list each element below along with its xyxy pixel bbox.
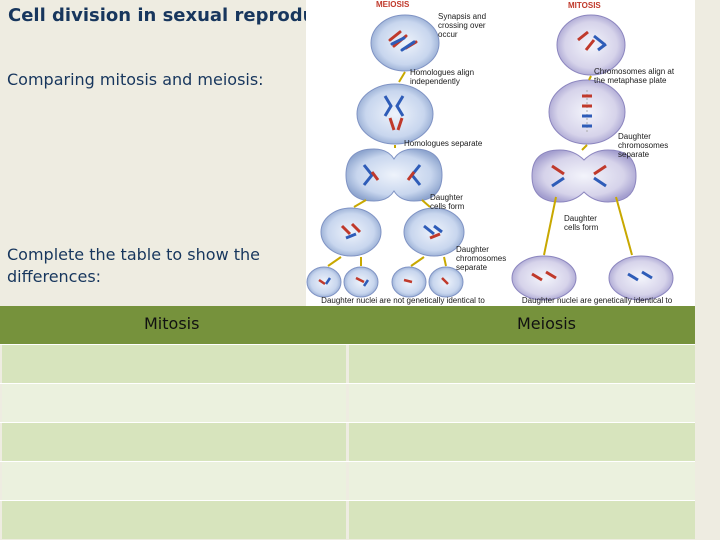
diagram-svg	[306, 14, 674, 301]
table-row	[0, 422, 695, 461]
slide-subtitle: Comparing mitosis and meiosis:	[7, 70, 264, 89]
label-chromosomes-align: Chromosomes align at the metaphase plate	[594, 67, 675, 85]
table-row	[0, 344, 695, 383]
label-homologues-align: Homologues align independently	[410, 68, 475, 86]
meiosis-cell-1	[370, 14, 440, 72]
diagram-arrows	[327, 71, 633, 267]
mitosis-cell-1	[556, 14, 626, 76]
table-cell-mitosis[interactable]	[2, 423, 346, 461]
table-row	[0, 383, 695, 422]
mitosis-heading: MITOSIS	[568, 1, 601, 10]
table-cell-mitosis[interactable]	[2, 462, 346, 500]
mitosis-cell-3	[531, 149, 637, 203]
instruction-line-2: differences:	[7, 267, 102, 286]
header-mitosis: Mitosis	[144, 314, 200, 333]
table-cell-meiosis[interactable]	[349, 462, 695, 500]
mitosis-meiosis-diagram: MEIOSIS MITOSIS Synapsis and crossing ov…	[306, 0, 695, 314]
mitosis-cell-2	[548, 79, 626, 145]
label-synapsis: Synapsis and crossing over occur	[438, 12, 487, 39]
label-daughter-cells-form-left: Daughter cells form	[430, 193, 465, 211]
label-daughter-chromosomes-separate-right: Daughter chromosomes separate	[618, 132, 669, 159]
meiosis-heading: MEIOSIS	[376, 0, 410, 9]
table-cell-meiosis[interactable]	[349, 384, 695, 422]
mitosis-daughter-cells	[511, 255, 674, 301]
meiosis-daughter-cells	[306, 266, 464, 298]
instruction-line-1: Complete the table to show the	[7, 245, 260, 264]
instruction-text: Complete the table to show the differenc…	[7, 244, 260, 288]
meiosis-cell-4a	[320, 207, 382, 257]
meiosis-cell-4b	[403, 207, 465, 257]
label-daughter-chromosomes-separate-left: Daughter chromosomes separate	[456, 245, 507, 272]
table-header: Mitosis Meiosis	[0, 306, 695, 344]
table-cell-mitosis[interactable]	[2, 384, 346, 422]
table-cell-meiosis[interactable]	[349, 501, 695, 539]
meiosis-cell-3	[345, 148, 443, 202]
table-cell-meiosis[interactable]	[349, 345, 695, 383]
table-row	[0, 500, 695, 539]
table-cell-meiosis[interactable]	[349, 423, 695, 461]
table-cell-mitosis[interactable]	[2, 501, 346, 539]
meiosis-cell-2	[356, 83, 434, 145]
slide-title: Cell division in sexual reproduction	[8, 5, 367, 26]
table-cell-mitosis[interactable]	[2, 345, 346, 383]
label-homologues-separate: Homologues separate	[404, 139, 483, 148]
table-row	[0, 461, 695, 500]
label-daughter-cells-form-right: Daughter cells form	[564, 214, 599, 232]
header-meiosis: Meiosis	[517, 314, 576, 333]
